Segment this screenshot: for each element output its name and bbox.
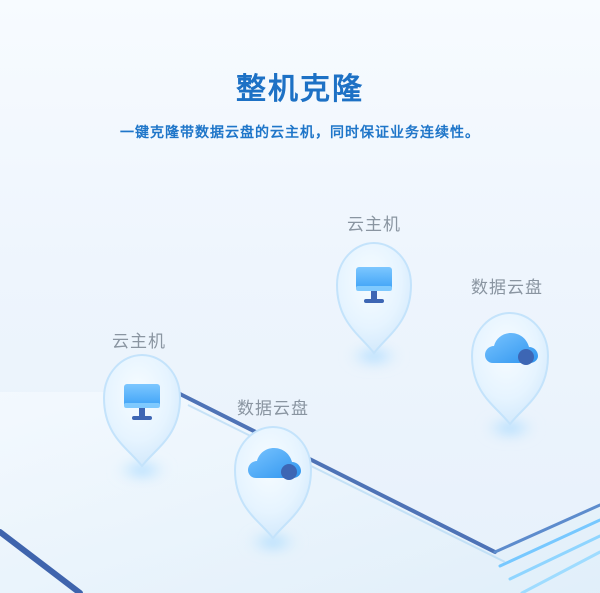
cloud-host-top [335, 241, 413, 368]
cloud-host-left [102, 353, 182, 482]
page-title: 整机克隆 [236, 72, 364, 107]
data-disk-middle [233, 425, 313, 554]
monitor-icon [356, 267, 392, 303]
label-cloud-host-left: 云主机 [112, 332, 166, 352]
page-subtitle: 一键克隆带数据云盘的云主机，同时保证业务连续性。 [120, 125, 480, 141]
label-data-disk-right: 数据云盘 [471, 278, 543, 298]
cloud-disk-icon [248, 448, 301, 480]
label-data-disk-middle: 数据云盘 [237, 399, 309, 419]
monitor-icon [124, 384, 160, 420]
cloud-disk-icon [485, 333, 538, 365]
label-cloud-host-top: 云主机 [347, 215, 401, 235]
data-disk-right [470, 311, 550, 440]
